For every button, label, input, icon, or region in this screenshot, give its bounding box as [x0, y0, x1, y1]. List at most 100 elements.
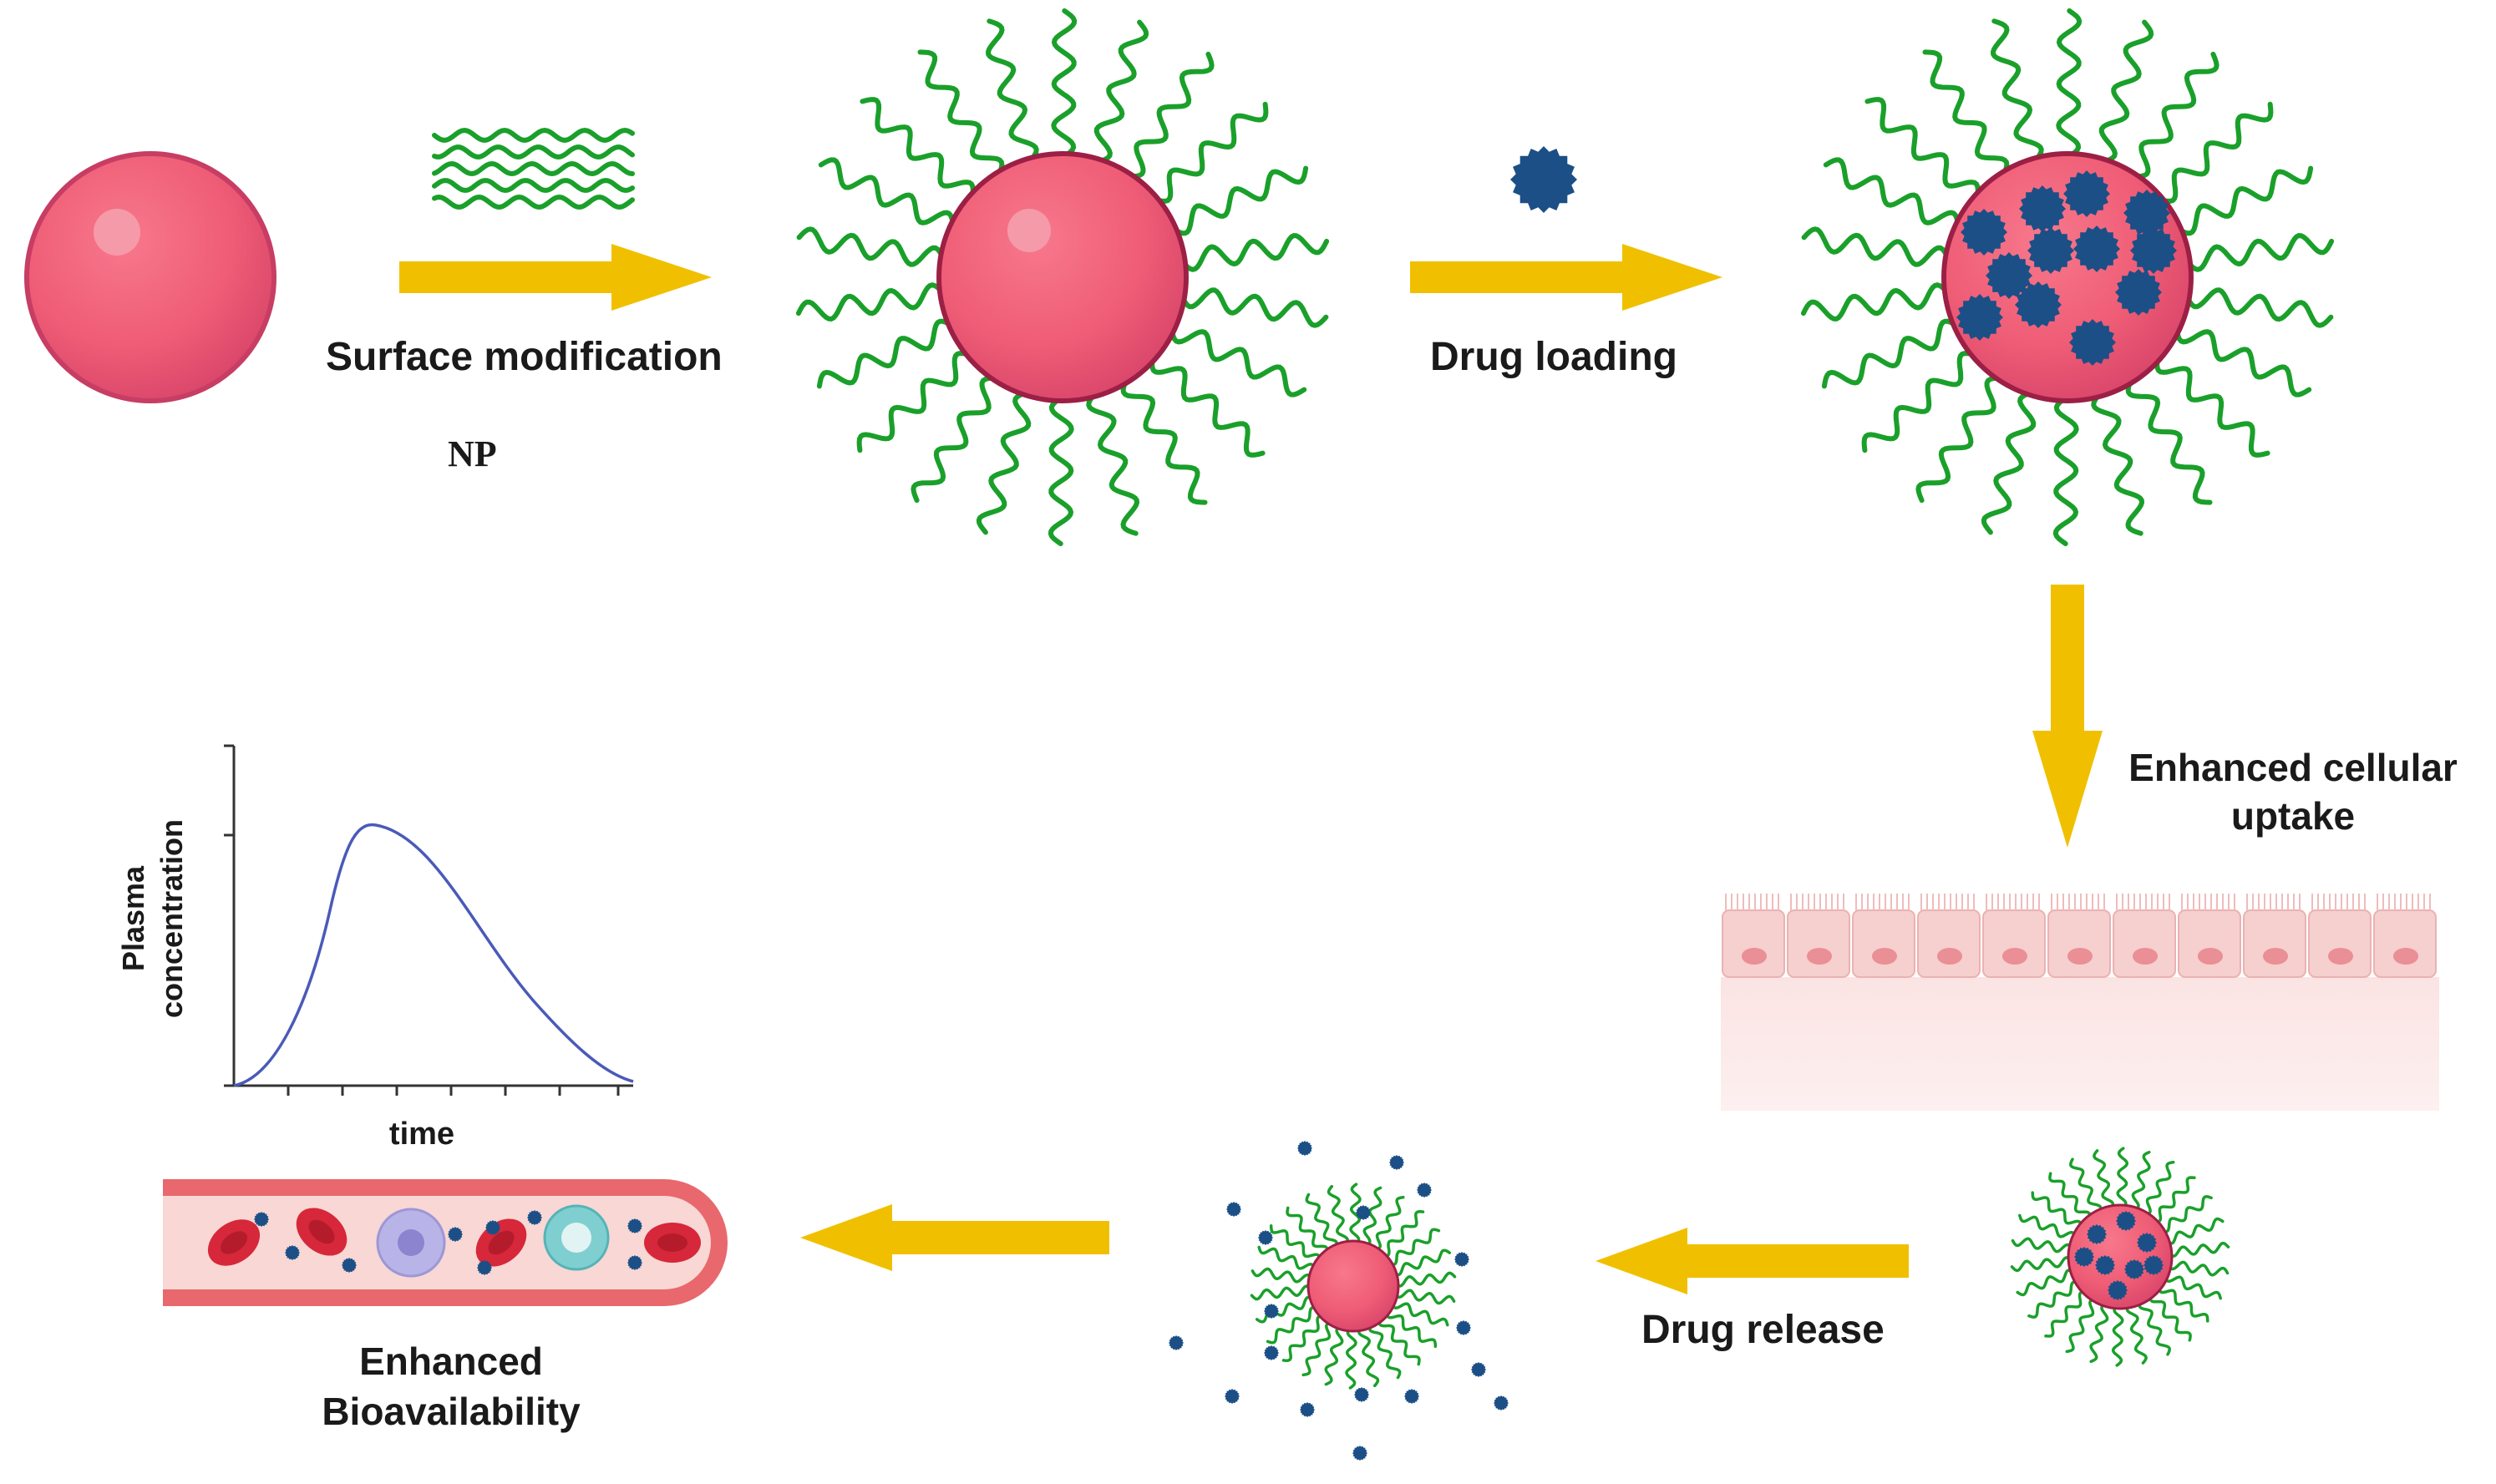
- epithelial-cell: [1982, 909, 2046, 978]
- drug-particle: [1258, 1230, 1273, 1245]
- polymer-chain: [1821, 318, 1961, 389]
- drug-particle: [2095, 1255, 2115, 1275]
- polymer-chain: [2069, 1157, 2103, 1215]
- polymer-chain: [432, 178, 635, 193]
- drug-particle: [1956, 294, 2003, 341]
- epithelial-cell: [2243, 909, 2306, 978]
- cell-nucleus: [2198, 948, 2223, 965]
- drug-particle: [477, 1260, 492, 1275]
- rbc-center: [657, 1233, 687, 1252]
- polymer-chain: [1390, 1300, 1449, 1327]
- polymer-chain: [2027, 1280, 2082, 1319]
- polymer-chain: [2159, 1195, 2213, 1233]
- plot-ylabel-line1: Plasma: [116, 865, 150, 971]
- cell-nucleus: [1872, 948, 1897, 965]
- process-arrow: [800, 1204, 1109, 1271]
- drug-particle: [2019, 185, 2066, 232]
- drug-particle: [2108, 1280, 2128, 1300]
- polymer-chain: [1149, 354, 1266, 458]
- polymer-chain: [1169, 165, 1309, 236]
- polymer-chain: [1377, 1316, 1421, 1366]
- drug-particle: [1226, 1202, 1241, 1217]
- epithelial-cell: [1787, 909, 1850, 978]
- polymer-chain: [2130, 51, 2220, 180]
- drug-particle: [1417, 1183, 1432, 1198]
- polymer-chain: [985, 18, 1039, 165]
- epithelial-cell: [2373, 909, 2437, 978]
- polymer-chains-icon: [432, 127, 635, 210]
- polymer-chain: [2011, 1237, 2074, 1254]
- polymer-chain: [2174, 165, 2314, 236]
- drug-particle: [342, 1258, 357, 1273]
- epithelial-cell: [2178, 909, 2241, 978]
- polymer-chain: [2010, 1256, 2073, 1273]
- polymer-chain: [2184, 233, 2335, 272]
- polymer-chain: [816, 318, 956, 389]
- cell-nucleus: [2067, 948, 2093, 965]
- polymer-chain: [1266, 1306, 1320, 1345]
- polymer-chain: [432, 194, 635, 210]
- plot-ylabel-line2: concentration: [155, 819, 189, 1018]
- polymer-chain: [1301, 1320, 1335, 1377]
- tissue-base: [1721, 977, 2439, 1111]
- polymer-chain: [1281, 1314, 1327, 1362]
- wbc-nucleus: [398, 1229, 424, 1256]
- polymer-chain: [2111, 1304, 2124, 1367]
- enhanced-uptake-label: Enhanced cellular uptake: [2105, 743, 2481, 840]
- polymer-chain: [2125, 1302, 2148, 1365]
- bare-nanoparticle-icon: [24, 151, 276, 403]
- drug-particle: [2015, 281, 2062, 328]
- polymer-chain: [1391, 1248, 1452, 1277]
- enhanced-uptake-line2: uptake: [2230, 794, 2356, 838]
- polymer-chain: [1086, 390, 1140, 536]
- polymer-chain: [432, 127, 635, 144]
- polymer-chain: [2016, 1269, 2076, 1297]
- drug-particle: [1494, 1395, 1509, 1411]
- polymer-chain: [1393, 1289, 1456, 1305]
- plot-xlabel: time: [389, 1117, 454, 1152]
- polymer-chain: [1327, 1184, 1349, 1247]
- small-drug-loaded-nanoparticle-icon: [2010, 1147, 2230, 1367]
- drug-particle: [1300, 1402, 1315, 1417]
- drug-particle: [1961, 209, 2007, 256]
- polymer-chain: [2125, 376, 2213, 505]
- polymer-chain: [1823, 157, 1961, 230]
- drug-molecule-icon: [1510, 146, 1577, 213]
- polymer-chain: [2142, 1160, 2175, 1217]
- epithelial-cell: [1917, 909, 1981, 978]
- drug-loaded-nanoparticle-icon: [1800, 8, 2335, 546]
- polymer-chain: [1305, 1193, 1338, 1250]
- drug-particle: [2074, 1247, 2094, 1267]
- cell-nucleus: [2263, 948, 2288, 965]
- red-blood-cell: [207, 1219, 261, 1266]
- drug-particle: [1389, 1155, 1404, 1170]
- red-blood-cell: [644, 1223, 701, 1263]
- polymer-chain: [1250, 1284, 1313, 1301]
- drug-particle: [2116, 1211, 2136, 1231]
- cell-nucleus: [2002, 948, 2027, 965]
- polymer-chain: [2044, 1290, 2089, 1338]
- surface-modification-label: Surface modification: [326, 335, 723, 379]
- polymer-chain: [2093, 1149, 2115, 1212]
- polymer-chain: [2138, 1299, 2171, 1356]
- polymer-chain: [1048, 395, 1074, 546]
- drug-particle: [1264, 1304, 1279, 1319]
- polymer-chain: [2056, 8, 2083, 160]
- cell-nucleus: [2393, 948, 2418, 965]
- polymer-chain: [1387, 1228, 1441, 1266]
- enhanced-uptake-line1: Enhanced cellular: [2128, 746, 2458, 789]
- polymer-chain: [1861, 351, 1979, 453]
- polymer-chain: [2151, 1176, 2196, 1223]
- process-arrow: [1596, 1228, 1909, 1294]
- blood-vessel-icon: [163, 1179, 728, 1306]
- epithelial-cell: [2047, 909, 2111, 978]
- drug-particle: [1471, 1362, 1486, 1377]
- cell-nucleus: [1742, 948, 1767, 965]
- polymer-chain: [1251, 1267, 1314, 1284]
- nanoparticle-core: [1306, 1239, 1400, 1333]
- drug-particle: [1510, 146, 1577, 213]
- np-label: NP: [448, 433, 497, 474]
- polymer-chain: [1269, 1224, 1322, 1264]
- polymer-chain: [1915, 375, 2005, 504]
- bioavailability-line2: Bioavailability: [322, 1390, 581, 1433]
